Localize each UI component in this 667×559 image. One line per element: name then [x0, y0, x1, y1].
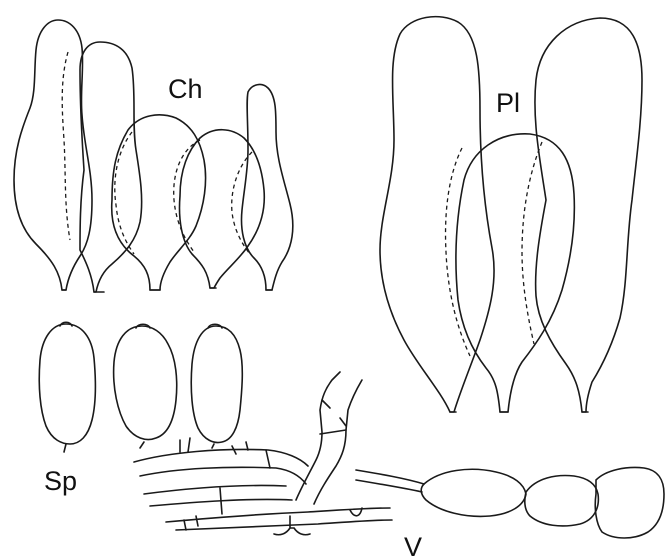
spore-1-apiculus [64, 444, 66, 452]
label-spores: Sp [44, 466, 77, 496]
label-veil: V [404, 532, 422, 559]
veil-clamp-1 [180, 438, 190, 452]
spore-1 [39, 324, 95, 444]
veil-inflated-cell-3 [595, 468, 664, 539]
spores-group [39, 322, 242, 452]
veil-septum-1 [220, 488, 222, 514]
pleurocystidium-hidden-edge-1 [446, 148, 470, 356]
veil-hypha-1b [140, 467, 306, 484]
veil-upright-septum [320, 430, 346, 434]
cheilocystidium-4 [180, 130, 265, 288]
label-cheilocystidia: Ch [168, 74, 203, 104]
veil-septum-2 [266, 450, 270, 468]
veil-upright-tip [322, 400, 346, 426]
veil-clamp-2 [232, 442, 248, 454]
spore-3 [191, 326, 242, 442]
cheilocystidium-hidden-edge-1 [62, 52, 70, 240]
veil-hypha-1 [134, 450, 308, 467]
spore-2 [114, 326, 177, 440]
veil-inflated-cell-1 [421, 469, 526, 516]
veil-hypha-3b [176, 520, 392, 530]
cheilocystidium-hidden-edge-4 [232, 152, 252, 254]
pleurocystidia-group [380, 17, 642, 412]
pleurocystidium-3 [535, 18, 642, 412]
spore-3-apiculus [212, 444, 214, 448]
veil-connecting-hypha-b [356, 480, 422, 492]
cheilocystidium-5 [242, 85, 293, 290]
label-pleurocystidia: Pl [496, 88, 520, 118]
pleurocystidium-2 [456, 134, 574, 412]
veil-clamp-3 [184, 516, 198, 530]
veil-hypha-2 [144, 485, 286, 494]
veil-inflated-cell-2 [525, 476, 599, 526]
veil-group [134, 372, 664, 538]
pleurocystidium-1 [380, 17, 494, 412]
cheilocystidia-group [14, 20, 293, 292]
spore-2-apiculus [140, 442, 144, 448]
